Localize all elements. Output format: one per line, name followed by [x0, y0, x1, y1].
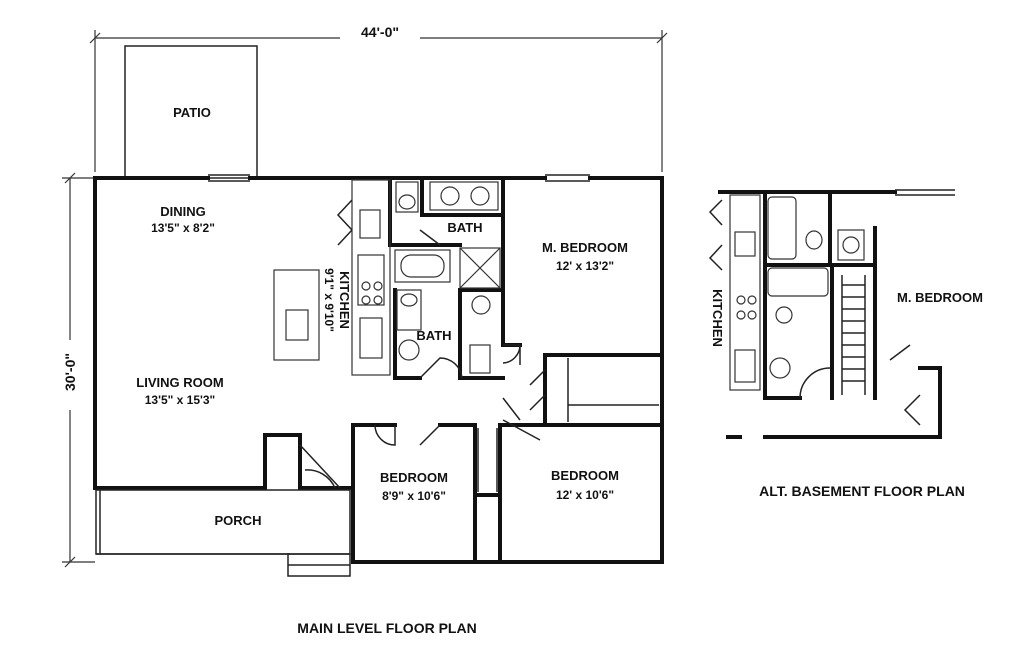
- kitchen-label: KITCHEN: [337, 271, 352, 329]
- depth-dimension: 30'-0": [58, 172, 95, 568]
- bedroom-3-size: 12' x 10'6": [556, 488, 614, 502]
- porch: PORCH: [95, 489, 351, 577]
- bedroom-2-label: BEDROOM: [380, 470, 448, 485]
- master-bedroom-label: M. BEDROOM: [542, 240, 628, 255]
- alt-master-bedroom-label: M. BEDROOM: [897, 290, 983, 305]
- main-level-title: MAIN LEVEL FLOOR PLAN: [297, 620, 476, 636]
- dining-size: 13'5" x 8'2": [151, 221, 215, 235]
- interior-walls: [263, 176, 664, 564]
- porch-label: PORCH: [215, 513, 262, 528]
- bedroom-2-size: 8'9" x 10'6": [382, 489, 446, 503]
- bedroom-3-label: BEDROOM: [551, 468, 619, 483]
- bath-lower-label: BATH: [416, 328, 451, 343]
- width-dimension: 44'-0": [89, 22, 668, 172]
- bath-upper-label: BATH: [447, 220, 482, 235]
- width-label: 44'-0": [361, 24, 399, 40]
- depth-label: 30'-0": [62, 353, 78, 391]
- master-bedroom-size: 12' x 13'2": [556, 259, 614, 273]
- alt-basement-plan: KITCHEN M. BEDROOM ALT. BASEMENT FLOOR P…: [708, 189, 983, 499]
- alt-kitchen-label: KITCHEN: [710, 289, 725, 347]
- exterior-walls: [93, 174, 664, 564]
- door-swings: [299, 229, 546, 489]
- bath-fixtures: BATH BATH: [394, 181, 501, 374]
- patio-label: PATIO: [173, 105, 211, 120]
- dining-label: DINING: [160, 204, 206, 219]
- kitchen-size: 9'1" x 9'10": [322, 268, 336, 332]
- patio: PATIO: [124, 45, 258, 179]
- alt-basement-title: ALT. BASEMENT FLOOR PLAN: [759, 483, 965, 499]
- room-labels: DINING 13'5" x 8'2" M. BEDROOM 12' x 13'…: [136, 204, 628, 503]
- living-room-label: LIVING ROOM: [136, 375, 223, 390]
- kitchen-fixtures: KITCHEN 9'1" x 9'10": [273, 179, 391, 376]
- living-room-size: 13'5" x 15'3": [145, 393, 215, 407]
- stairs: [841, 275, 866, 395]
